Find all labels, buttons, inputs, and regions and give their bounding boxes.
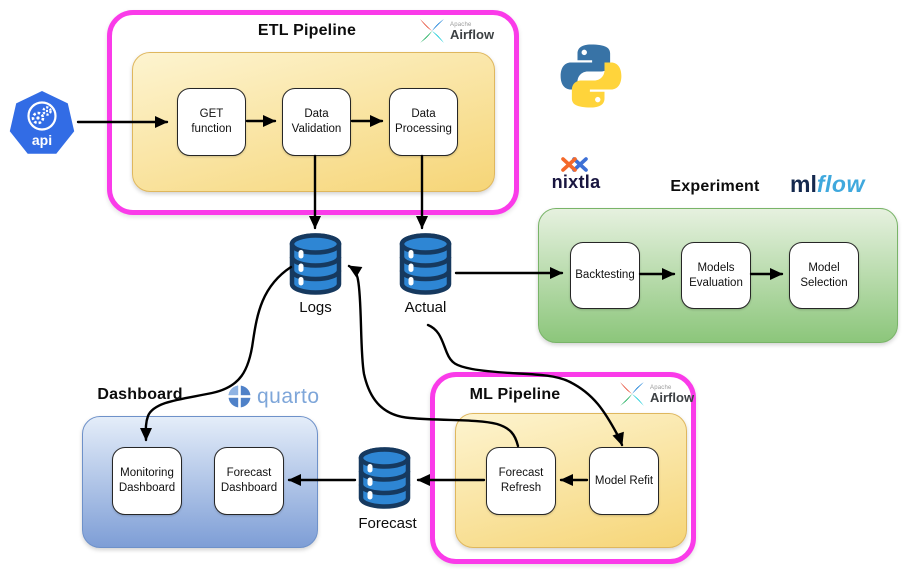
arrow-logs-to-monitoring-dashboard [139, 265, 293, 442]
airflow-logo: Apache Airflow [418, 17, 494, 45]
forecast-database-icon [357, 447, 412, 509]
mlflow-logo: mlflow [790, 173, 865, 196]
airflow-name-label: Airflow [450, 26, 495, 42]
node-data-processing: Data Processing [389, 88, 458, 156]
mlflow-ml-label: ml [790, 171, 817, 197]
dashboard-title: Dashboard [97, 386, 183, 403]
node-forecast-dashboard: Forecast Dashboard [214, 447, 284, 515]
node-model-refit: Model Refit [589, 447, 659, 515]
airflow-pinwheel-icon [618, 380, 646, 408]
ml-pipeline-title: ML Pipeline [469, 386, 561, 403]
quarto-logo: quarto [228, 385, 320, 408]
node-model-refit-label: Model Refit [594, 474, 654, 487]
nixtla-name-label: nixtla [551, 172, 601, 192]
airflow-apache-label: Apache [650, 384, 672, 391]
quarto-circle-icon [228, 385, 251, 408]
quarto-name-label: quarto [257, 385, 320, 408]
airflow-logo-2: Apache Airflow [618, 380, 694, 408]
node-monitoring-dashboard: Monitoring Dashboard [112, 447, 182, 515]
node-data-validation-label: Data Validation [291, 108, 342, 135]
node-forecast-refresh: Forecast Refresh [486, 447, 556, 515]
node-monitoring-dashboard-label: Monitoring Dashboard [118, 467, 176, 494]
logs-database-icon [288, 233, 343, 295]
nixtla-logo: nixtla [541, 157, 611, 191]
mlflow-flow-label: flow [816, 171, 865, 197]
airflow-pinwheel-icon [418, 17, 446, 45]
node-models-evaluation: Models Evaluation [681, 242, 751, 309]
node-get-function-label: GET function [191, 108, 232, 135]
node-model-selection-label: Model Selection [800, 261, 848, 289]
api-kubernetes-icon: api [8, 90, 76, 158]
nixtla-xx-icon [561, 157, 588, 172]
node-backtesting-label: Backtesting [575, 269, 635, 282]
node-models-evaluation-label: Models Evaluation [689, 261, 743, 289]
airflow-name-label: Airflow [650, 389, 695, 405]
python-icon [555, 40, 627, 112]
node-data-processing-label: Data Processing [395, 108, 452, 135]
node-get-function: GET function [177, 88, 246, 156]
actual-label: Actual [404, 299, 447, 316]
actual-database-icon [398, 233, 453, 295]
forecast-label: Forecast [358, 515, 417, 532]
node-backtesting: Backtesting [570, 242, 640, 309]
airflow-apache-label: Apache [450, 21, 472, 28]
experiment-title: Experiment [670, 178, 760, 195]
node-model-selection: Model Selection [789, 242, 859, 309]
api-label: api [32, 132, 52, 148]
node-forecast-refresh-label: Forecast Refresh [498, 467, 544, 494]
etl-pipeline-title: ETL Pipeline [257, 22, 357, 39]
node-data-validation: Data Validation [282, 88, 351, 156]
node-forecast-dashboard-label: Forecast Dashboard [220, 467, 278, 494]
logs-label: Logs [299, 299, 332, 316]
